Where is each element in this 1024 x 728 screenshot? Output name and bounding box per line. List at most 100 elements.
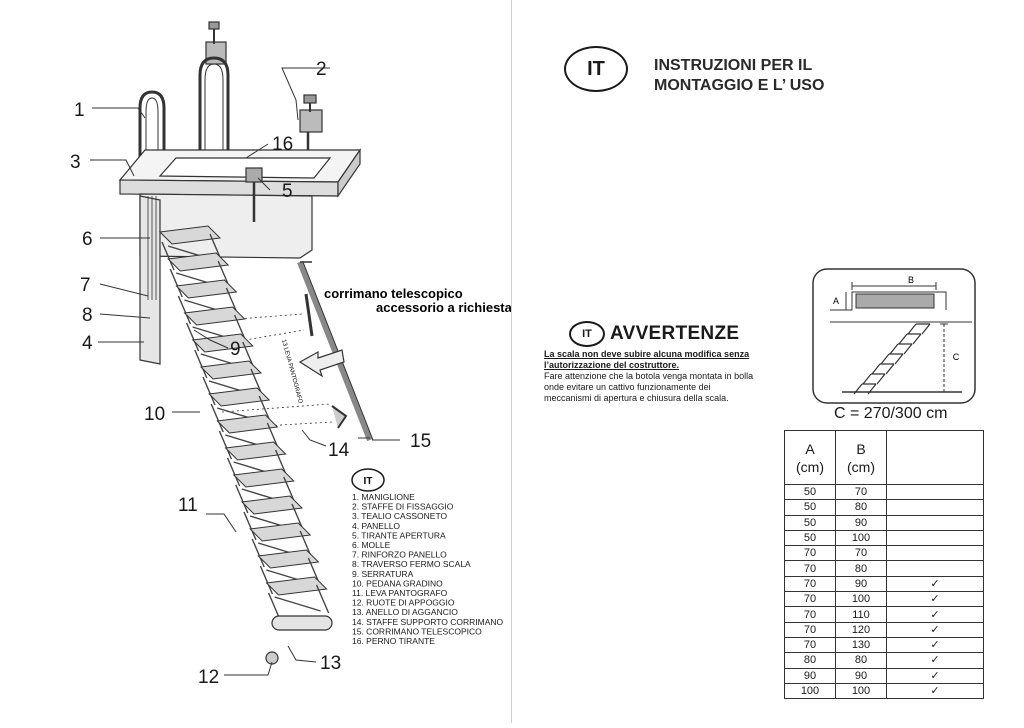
side-panel [139, 195, 161, 365]
cell-a: 50 [784, 499, 836, 516]
handle-bar [138, 90, 166, 160]
callout-9: 9 [230, 339, 241, 360]
cell-a: 80 [784, 652, 836, 669]
legend-item: 4. PANELLO [352, 521, 400, 531]
cell-b: 100 [835, 682, 887, 700]
mini-ladder-step [889, 343, 913, 355]
callout-12: 12 [198, 667, 219, 688]
title-line-2: MONTAGGIO E L’ USO [654, 77, 825, 94]
dimension-label-c: C [953, 352, 960, 362]
cell-b: 80 [835, 560, 887, 577]
legend-item: 10. PEDANA GRADINO [352, 578, 443, 588]
mini-ladder-step [853, 383, 877, 395]
cell-a: 70 [784, 606, 836, 623]
legend-item: 7. RINFORZO PANELLO [352, 550, 447, 560]
ladder-step [232, 468, 295, 488]
top-nut [208, 21, 220, 30]
warning-badge: IT [569, 321, 605, 347]
springs [147, 196, 157, 300]
cell-b: 110 [835, 606, 887, 623]
legend-item: 16. PERNO TIRANTE [352, 636, 435, 646]
ladder-step [216, 414, 279, 434]
legend-badge-text: IT [364, 476, 373, 487]
legend-item: 13. ANELLO DI AGGANCIO [352, 607, 458, 617]
cell-b: 70 [835, 545, 887, 562]
cell-check: ✓ [886, 591, 984, 608]
cell-check: ✓ [886, 636, 984, 654]
cell-b: 90 [835, 575, 887, 593]
table-header-row: A (cm) B (cm) [784, 430, 984, 485]
cell-b: 130 [835, 636, 887, 654]
c-height-value: C = 270/300 cm [834, 405, 948, 422]
legend-item: 12. RUOTE DI APPOGGIO [352, 598, 455, 608]
cell-a: 70 [784, 560, 836, 577]
cell-check: ✓ [886, 621, 984, 638]
ladder-step [183, 306, 246, 326]
ladder-step [265, 576, 328, 596]
warning-title: AVVERTENZE [610, 323, 740, 344]
cell-b: 100 [835, 529, 887, 547]
cell-a: 100 [784, 682, 836, 700]
legend-item: 11. LEVA PANTOGRAFO [352, 588, 448, 598]
callout-1: 1 [74, 100, 85, 121]
hook-ring [271, 615, 333, 631]
mini-ladder-step [880, 353, 904, 365]
cell-check [886, 545, 984, 562]
callout-10: 10 [144, 404, 165, 425]
handrail-label-line2: accessorio a richiesta [376, 300, 512, 315]
cell-a: 50 [784, 514, 836, 531]
callout-2: 2 [316, 59, 327, 80]
callout-7: 7 [80, 275, 91, 296]
cell-check: ✓ [886, 606, 984, 623]
cell-check [886, 560, 984, 577]
cell-check [886, 499, 984, 516]
callout-6: 6 [82, 229, 93, 250]
frame-body [139, 193, 313, 259]
ladder-step [208, 387, 271, 407]
cell-check: ✓ [886, 652, 984, 669]
dimension-label-b: B [908, 275, 914, 285]
handrail [297, 260, 373, 442]
legend-item: 2. STAFFE DI FISSAGGIO [352, 502, 454, 512]
dimension-label-a: A [833, 296, 839, 306]
fixing-bracket [299, 109, 323, 133]
legend-item: 3. TEALIO CASSONETO [352, 511, 447, 521]
mini-ladder-step [862, 373, 886, 385]
document-title: INSTRUZIONI PER IL MONTAGGIO E L’ USO [654, 56, 894, 96]
cell-b: 80 [835, 652, 887, 669]
pantograph-side-label: 13 LEVA PANTOGRAFO [280, 339, 303, 405]
legend-item: 8. TRAVERSO FERMO SCALA [352, 559, 471, 569]
ladder-step [175, 279, 238, 299]
handrail-label-line1: corrimano telescopico [324, 286, 463, 301]
legend-item: 9. SERRATURA [352, 569, 414, 579]
cell-a: 70 [784, 636, 836, 654]
cell-a: 70 [784, 621, 836, 638]
ladder-step [240, 495, 304, 515]
left-page: 1 2 3 4 5 6 7 8 9 10 11 12 13 14 15 16 c… [0, 0, 513, 723]
ladder-step [199, 360, 263, 380]
callout-13: 13 [320, 653, 341, 674]
legend-item: 6. MOLLE [352, 540, 391, 550]
cell-a: 50 [784, 483, 836, 501]
page-fold [511, 0, 512, 723]
cell-check [886, 483, 984, 501]
title-line-1: INSTRUZIONI PER IL [654, 57, 813, 74]
legend-badge [351, 468, 385, 492]
callout-4: 4 [82, 333, 93, 354]
ladder-step [257, 549, 320, 569]
callout-3: 3 [70, 152, 81, 173]
right-page: IT INSTRUZIONI PER IL MONTAGGIO E L’ USO… [512, 0, 1024, 723]
cell-check [886, 529, 984, 547]
cell-b: 80 [835, 499, 887, 516]
legend-item: 5. TIRANTE APERTURA [352, 530, 446, 540]
legend-item: 1. MANIGLIONE [352, 492, 415, 502]
